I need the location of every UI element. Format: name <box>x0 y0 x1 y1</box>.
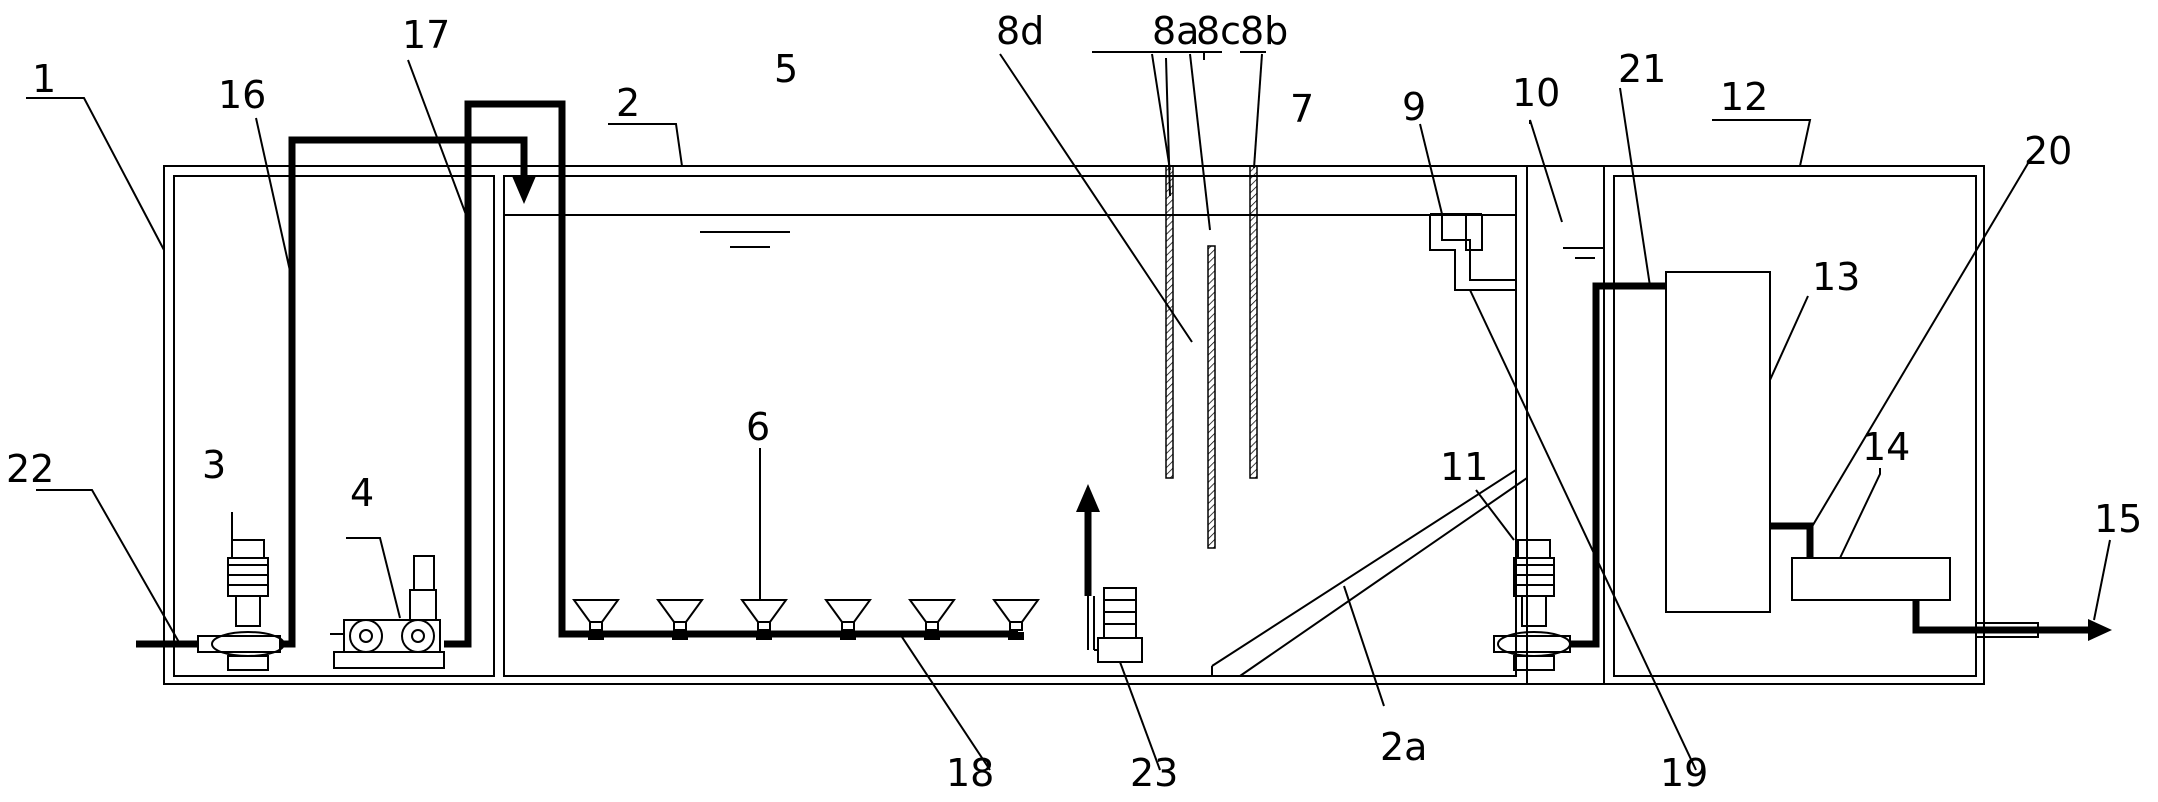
label-11: 11 <box>1440 445 1488 489</box>
equalization-tank-1 <box>173 175 495 677</box>
lift-pump-11 <box>1493 539 1571 671</box>
blower-4 <box>330 555 445 669</box>
leader-23 <box>1119 661 1161 771</box>
label-8c: 8c <box>1196 9 1241 53</box>
reference-numerals: 1 2 2a 3 4 5 6 7 8a 8b 8c 8d 9 10 11 12 … <box>6 9 2142 795</box>
lift-pump-3 <box>197 539 285 671</box>
leader-17 <box>407 59 469 221</box>
label-8a: 8a <box>1152 9 1199 53</box>
label-4: 4 <box>350 471 374 515</box>
leader-13 <box>1769 295 1809 381</box>
leader-8b <box>1253 53 1263 169</box>
label-23: 23 <box>1130 751 1178 795</box>
disinfection-unit-14 <box>1791 557 1951 601</box>
leader-1 <box>26 97 165 251</box>
label-18: 18 <box>946 751 994 795</box>
label-2: 2 <box>616 81 640 125</box>
leader-9 <box>1419 123 1443 215</box>
leader-lines <box>26 51 2111 771</box>
outlet-weir-9 <box>1429 213 1516 291</box>
label-17: 17 <box>402 13 450 57</box>
baffle-8c <box>1207 245 1216 549</box>
label-16: 16 <box>218 73 266 117</box>
diffuser <box>572 599 620 640</box>
label-20: 20 <box>2024 129 2072 173</box>
label-22: 22 <box>6 447 54 491</box>
air-pipe-17-18 <box>444 100 1018 648</box>
label-12: 12 <box>1720 75 1768 119</box>
leader-15 <box>2093 539 2111 621</box>
filter-13 <box>1665 271 1771 613</box>
label-21: 21 <box>1618 47 1666 91</box>
diffuser <box>824 599 872 640</box>
label-19: 19 <box>1660 751 1708 795</box>
leader-16 <box>255 117 293 281</box>
sludge-pump-23 <box>1094 587 1143 663</box>
label-7: 7 <box>1290 87 1314 131</box>
label-15: 15 <box>2094 497 2142 541</box>
inflow-arrow <box>512 176 536 204</box>
leader-2 <box>608 123 683 167</box>
leader-8a <box>1165 57 1171 197</box>
leader-21 <box>1619 87 1651 287</box>
label-1: 1 <box>32 57 56 101</box>
leader-20 <box>1809 159 2031 531</box>
pipe-21 <box>1570 282 1666 648</box>
pipes <box>136 100 2090 648</box>
label-10: 10 <box>1512 71 1560 115</box>
baffles <box>1165 165 1258 549</box>
label-3: 3 <box>202 443 226 487</box>
leader-18 <box>899 633 991 771</box>
label-8b: 8b <box>1240 9 1288 53</box>
label-6: 6 <box>746 405 770 449</box>
leader-8c <box>1189 53 1211 231</box>
label-5: 5 <box>774 47 798 91</box>
leader-4 <box>346 537 401 619</box>
leader-12 <box>1712 119 1812 167</box>
water-level <box>504 214 1605 259</box>
leader-8a-tip <box>1151 53 1171 171</box>
baffle-8a <box>1165 165 1174 479</box>
leader-8d-top <box>1092 51 1205 60</box>
outlet-arrow <box>2088 619 2112 641</box>
leader-10 <box>1529 119 1563 223</box>
aeration-diffusers-6 <box>572 599 1040 640</box>
leader-14 <box>1839 468 1881 559</box>
leader-22 <box>36 489 181 645</box>
diffuser <box>656 599 704 640</box>
pipe-16 <box>280 136 528 648</box>
pipe-20 <box>1770 522 1814 558</box>
sludge-return-arrow <box>1076 484 1100 512</box>
label-8d: 8d <box>996 9 1044 53</box>
sludge-hopper-2a <box>1211 176 1528 677</box>
label-2a: 2a <box>1380 725 1427 769</box>
leader-2a <box>1343 585 1385 707</box>
diffuser <box>908 599 956 640</box>
outlet-pipe-15 <box>1912 600 2090 634</box>
label-13: 13 <box>1812 255 1860 299</box>
diffuser <box>992 599 1040 640</box>
leader-11 <box>1475 489 1515 541</box>
baffle-8b <box>1249 165 1258 479</box>
leader-8d <box>999 53 1193 343</box>
clean-water-tank-12 <box>1613 175 1977 677</box>
diffuser <box>740 599 788 640</box>
label-9: 9 <box>1402 85 1426 129</box>
label-14: 14 <box>1862 425 1910 469</box>
leader-19 <box>1469 289 1697 771</box>
